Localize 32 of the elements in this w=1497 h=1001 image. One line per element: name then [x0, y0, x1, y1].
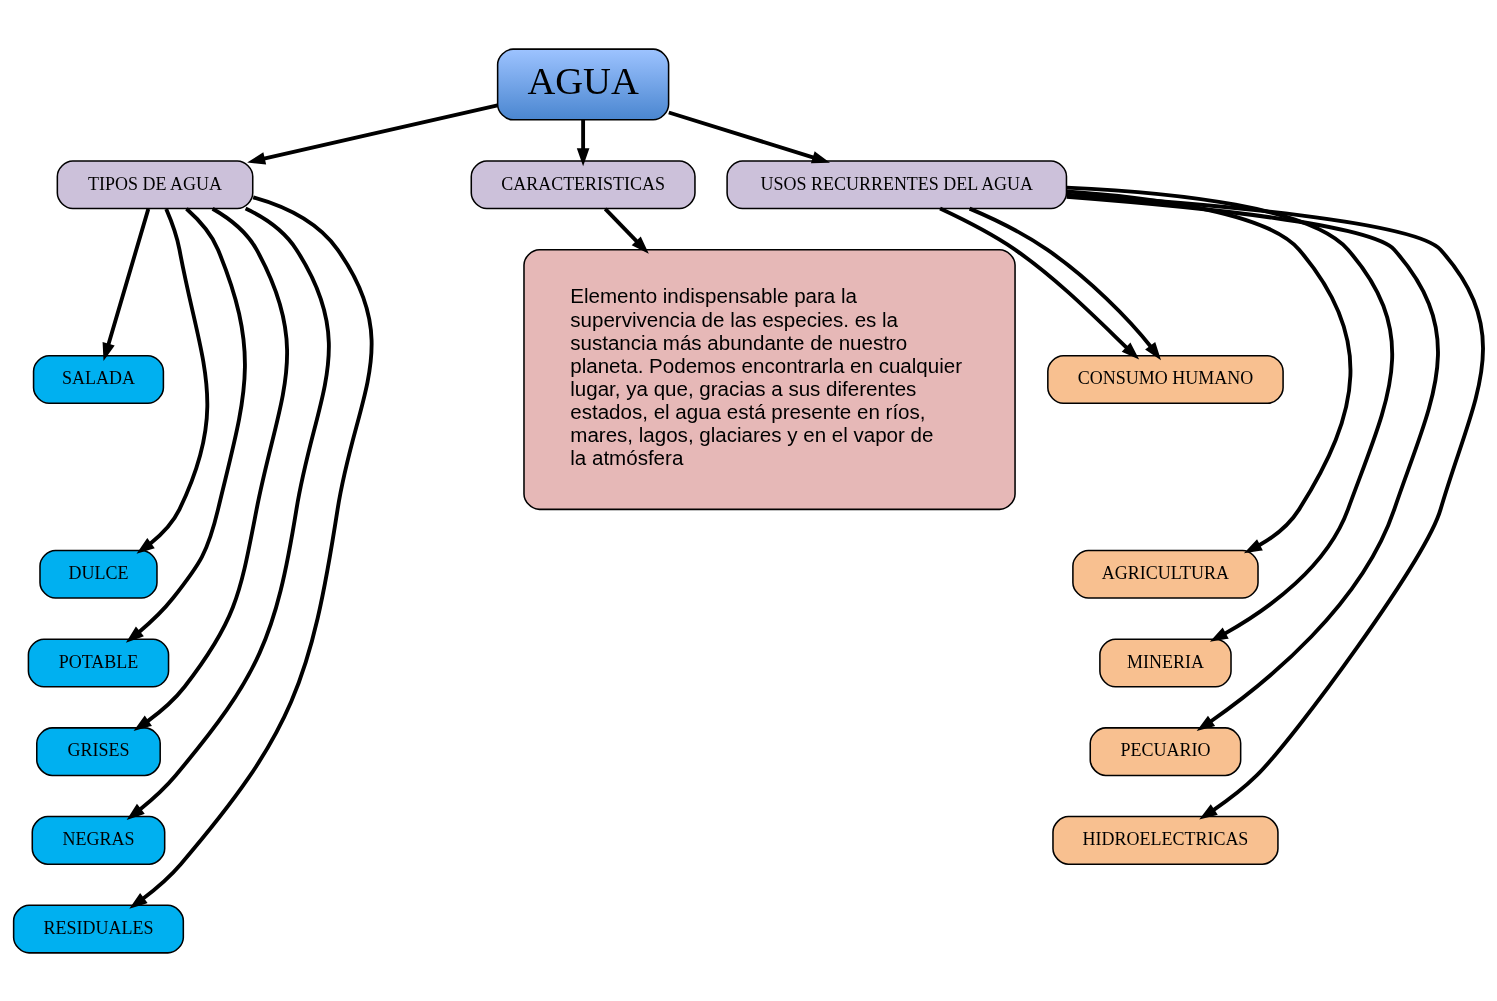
- node-box: Elemento indispensable para la supervivencia de las especies. es la sustancia más abundante de nuestro planeta. Podemos encontrarla en cualquier lugar, ya que, gracias a sus diferentes estados, el agua está presente en ríos, mares, lagos, glaciares y en el vapor de la atmósfera: [523, 248, 1016, 510]
- arrow: [576, 119, 590, 166]
- node-box: AGRICULTURA: [1072, 549, 1259, 599]
- node-box: USOS RECURRENTES DEL AGUA: [726, 159, 1068, 209]
- arrow: [247, 102, 498, 165]
- node-box: PECUARIO: [1089, 726, 1242, 776]
- node-box: CONSUMO HUMANO: [1047, 354, 1284, 404]
- node-box: GRISES: [36, 726, 161, 776]
- node-box: DULCE: [39, 549, 158, 599]
- arrow: [668, 110, 830, 163]
- node-box: TIPOS DE AGUA: [56, 159, 254, 209]
- arrow: [968, 206, 1161, 360]
- node-box: NEGRAS: [31, 815, 166, 865]
- arrow: [126, 206, 331, 820]
- arrow: [1066, 185, 1394, 642]
- arrow: [133, 206, 289, 731]
- arrow: [1066, 188, 1353, 553]
- node-box: HIDROELECTRICAS: [1052, 815, 1279, 865]
- arrow: [102, 207, 151, 361]
- node-box: CARACTERISTICAS: [470, 159, 696, 209]
- arrow: [603, 207, 649, 254]
- node-box: AGUA: [496, 47, 670, 121]
- arrow: [125, 206, 247, 643]
- arrow: [129, 195, 374, 909]
- arrow: [136, 207, 210, 554]
- node-box: POTABLE: [27, 637, 170, 688]
- node-box: RESIDUALES: [12, 904, 185, 954]
- node-box: MINERIA: [1099, 637, 1232, 688]
- arrow: [1066, 194, 1440, 731]
- arrow: [1066, 192, 1485, 820]
- node-box: SALADA: [32, 354, 165, 404]
- arrow: [939, 206, 1140, 360]
